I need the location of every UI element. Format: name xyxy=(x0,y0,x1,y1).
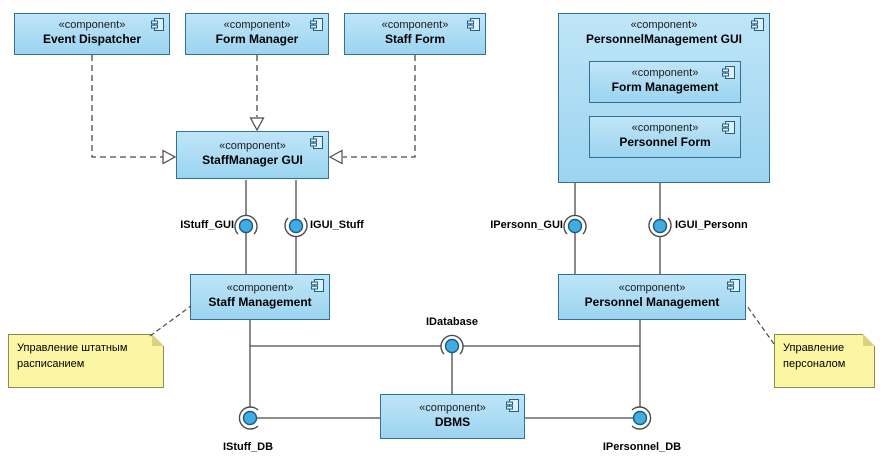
component-icon xyxy=(309,17,324,32)
component-icon xyxy=(466,17,481,32)
component-stereotype: «component» xyxy=(381,19,449,31)
note-text: Управление персоналом xyxy=(783,342,846,370)
component-name: DBMS xyxy=(434,415,471,429)
interface-label-istuff-gui: IStuff_GUI xyxy=(180,219,234,231)
component-event-dispatcher[interactable]: «component» Event Dispatcher xyxy=(14,13,170,55)
component-staffmanager-gui[interactable]: «component» StaffManager GUI xyxy=(176,131,329,179)
component-stereotype: «component» xyxy=(631,67,699,79)
note-anchor-staff xyxy=(149,305,192,337)
component-name: Form Manager xyxy=(215,32,299,46)
component-icon xyxy=(721,65,736,80)
component-staff-form[interactable]: «component» Staff Form xyxy=(344,13,486,55)
component-icon xyxy=(505,398,520,413)
ball-igui-personn-icon[interactable] xyxy=(652,218,668,234)
component-name: Event Dispatcher xyxy=(42,32,142,46)
component-icon xyxy=(726,278,741,293)
arrowhead-right-icon xyxy=(162,149,177,165)
interface-label-istuff-db: IStuff_DB xyxy=(222,441,274,453)
note-personnel-management[interactable]: Управление персоналом xyxy=(774,334,875,388)
component-name: Staff Form xyxy=(385,32,445,46)
component-form-manager[interactable]: «component» Form Manager xyxy=(185,13,329,55)
socket-igui-stuff-icon xyxy=(284,217,308,238)
socket-igui-personn-icon xyxy=(648,217,672,238)
component-icon xyxy=(721,120,736,135)
component-icon xyxy=(310,278,325,293)
component-name: Personnel Management xyxy=(584,295,720,309)
component-stereotype: «component» xyxy=(630,19,698,31)
interface-label-ipersonn-gui: IPersonn_GUI xyxy=(490,219,563,231)
note-anchor-personnel xyxy=(746,305,775,345)
component-name: Form Management xyxy=(611,80,719,94)
note-staff-management[interactable]: Управление штатным расписанием xyxy=(8,334,164,388)
socket-istuff-db-icon xyxy=(238,406,259,430)
socket-ipersonnel-db-icon xyxy=(631,406,652,430)
component-stereotype: «component» xyxy=(226,282,294,294)
component-form-management[interactable]: «component» Form Management xyxy=(589,61,741,103)
component-name: Staff Management xyxy=(208,295,312,309)
component-stereotype: «component» xyxy=(419,402,486,414)
arrowhead-down-icon xyxy=(249,117,265,132)
component-icon xyxy=(309,135,324,150)
interface-label-ipersonnel-db: IPersonnel_DB xyxy=(602,441,682,453)
interface-label-idatabase: IDatabase xyxy=(426,316,478,328)
ball-ipersonnel-db-icon[interactable] xyxy=(632,410,648,426)
component-personnel-form[interactable]: «component» Personnel Form xyxy=(589,116,741,158)
ball-ipersonn-gui-icon[interactable] xyxy=(567,218,583,234)
socket-istuff-gui-icon xyxy=(234,214,258,235)
dependency-staff-form xyxy=(343,55,416,158)
ball-istuff-gui-icon[interactable] xyxy=(238,218,254,234)
ball-igui-stuff-icon[interactable] xyxy=(288,218,304,234)
component-name: PersonnelManagement GUI xyxy=(585,32,743,46)
component-staff-management[interactable]: «component» Staff Management xyxy=(190,274,330,320)
component-stereotype: «component» xyxy=(223,19,291,31)
interface-label-igui-stuff: IGUI_Stuff xyxy=(310,219,364,231)
note-text: Управление штатным расписанием xyxy=(17,342,128,370)
dependency-event-dispatcher xyxy=(91,55,163,158)
component-stereotype: «component» xyxy=(631,122,699,134)
component-personnel-management-gui[interactable]: «component» PersonnelManagement GUI «com… xyxy=(558,13,770,183)
component-personnel-management[interactable]: «component» Personnel Management xyxy=(558,274,746,320)
interface-label-igui-personn: IGUI_Personn xyxy=(675,219,748,231)
ball-istuff-db-icon[interactable] xyxy=(242,410,258,426)
component-icon xyxy=(750,17,765,32)
component-stereotype: «component» xyxy=(219,140,286,152)
component-name: StaffManager GUI xyxy=(202,153,303,167)
component-stereotype: «component» xyxy=(58,19,126,31)
socket-ipersonn-gui-icon xyxy=(563,214,587,235)
ball-idatabase-icon[interactable] xyxy=(444,338,460,354)
component-icon xyxy=(150,17,165,32)
component-stereotype: «component» xyxy=(618,282,686,294)
arrowhead-left-icon xyxy=(328,149,343,165)
component-name: Personnel Form xyxy=(619,135,711,149)
socket-idatabase-icon xyxy=(440,334,464,355)
component-dbms[interactable]: «component» DBMS xyxy=(380,394,525,439)
